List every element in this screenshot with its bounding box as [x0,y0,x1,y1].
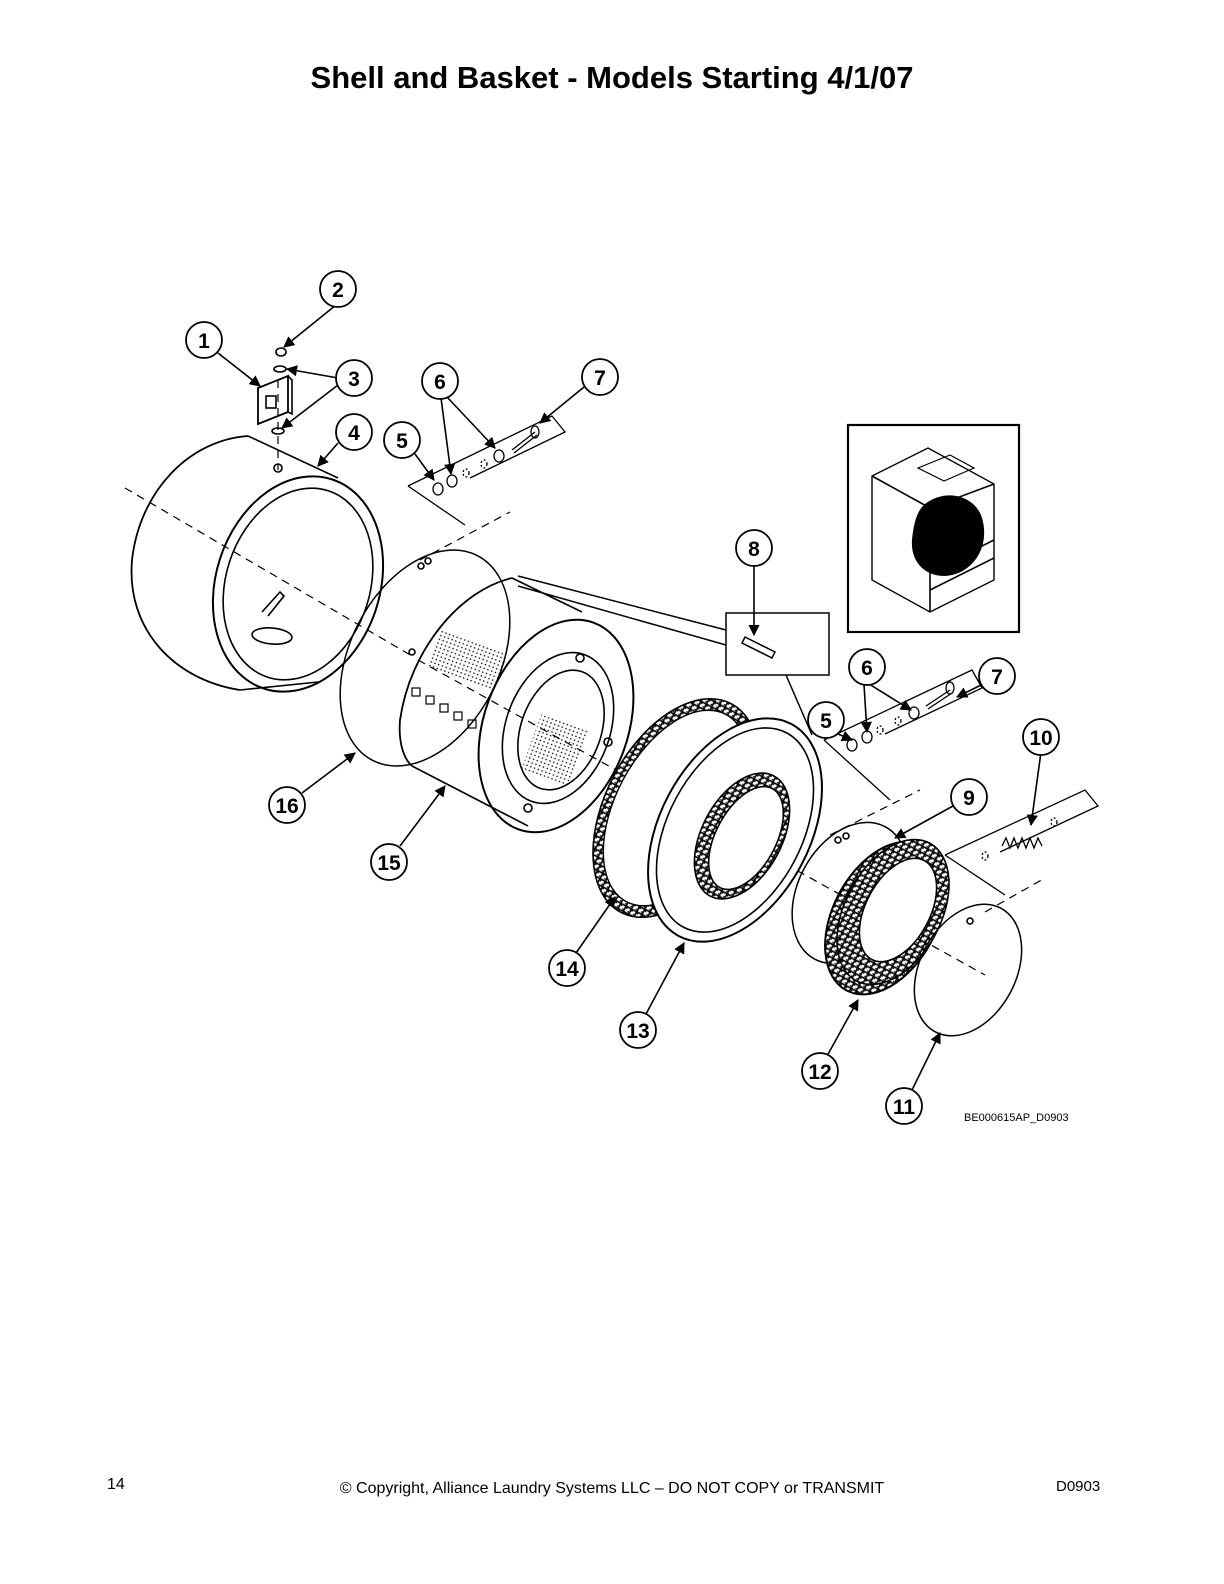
callout-label: 1 [198,330,210,353]
document-code: D0903 [1056,1478,1101,1495]
callout-label: 10 [1029,727,1052,750]
callout-label: 16 [275,795,298,818]
callout-label: 3 [348,368,360,391]
machine-inset [846,423,1021,634]
callout-label: 6 [861,657,873,680]
hardware-set-lower [823,669,983,801]
front-panel-ring [647,717,823,943]
page-title: Shell and Basket - Models Starting 4/1/0… [310,60,914,95]
callout-label: 6 [434,371,446,394]
drawing-id: BE000615AP_D0903 [964,1112,1069,1124]
outer-shell [130,435,385,693]
spring-set [944,789,1100,896]
callout-label: 13 [626,1020,649,1043]
callout-label: 5 [396,430,408,453]
callout-label: 9 [963,787,975,810]
callout-circles [185,270,1060,1125]
callout-label: 8 [748,538,760,561]
door-seal [824,838,950,996]
page-number: 14 [107,1476,125,1493]
copyright-notice: © Copyright, Alliance Laundry Systems LL… [339,1480,885,1497]
callout-label: 15 [377,852,401,875]
callout-label: 14 [555,958,579,981]
basket-ring-clamp [339,549,511,767]
hardware-set-upper [407,415,567,526]
callout-label: 11 [893,1096,916,1119]
callout-label: 2 [332,279,344,302]
callout-label: 12 [808,1061,831,1084]
clamp-ring-11 [913,903,1023,1037]
callout-label: 7 [594,367,606,390]
bracket-assembly [257,347,293,435]
leader-arrows [217,304,1042,1091]
callout-label: 7 [991,666,1003,689]
callout-label: 4 [348,422,360,445]
detail-box-8 [517,575,830,736]
callout-label: 5 [820,710,832,733]
